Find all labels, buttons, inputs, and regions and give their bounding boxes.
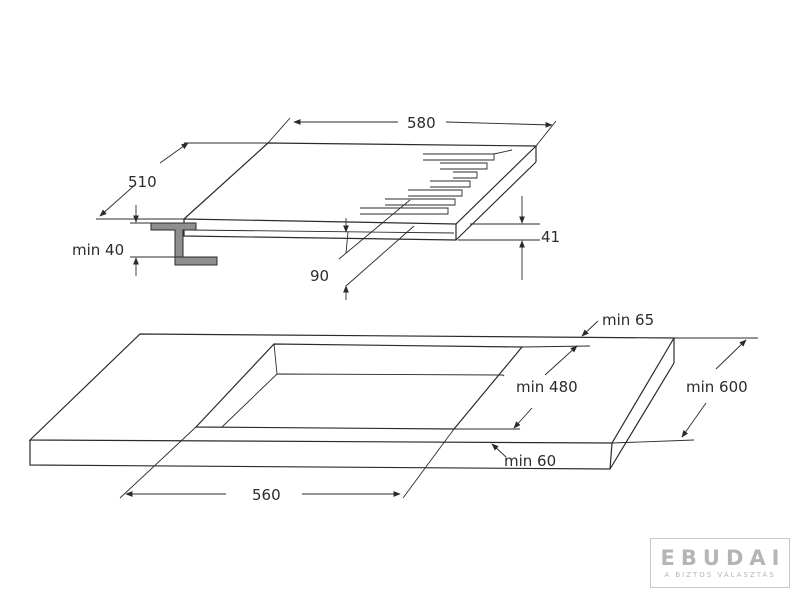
dim-510: 510 <box>96 142 268 220</box>
worktop-drawing <box>28 333 676 470</box>
ebudai-watermark-logo: EBUDAI A BIZTOS VÁLASZTÁS <box>650 538 790 588</box>
label-min-40: min 40 <box>72 241 124 259</box>
worktop-front-edge <box>29 440 613 470</box>
label-560: 560 <box>252 486 281 504</box>
dim-min-600: min 600 <box>611 337 758 444</box>
label-min-65: min 65 <box>602 311 654 329</box>
dim-min-480: min 480 <box>454 345 591 430</box>
label-min-60: min 60 <box>504 452 556 470</box>
label-min-480: min 480 <box>516 378 578 396</box>
watermark-tagline: A BIZTOS VÁLASZTÁS <box>664 571 776 579</box>
label-580: 580 <box>407 114 436 132</box>
hob-body <box>183 219 457 241</box>
watermark-brand: EBUDAI <box>660 546 786 570</box>
dim-min-40: min 40 <box>72 205 183 276</box>
label-min-600: min 600 <box>686 378 748 396</box>
dim-580: 580 <box>267 114 557 147</box>
dim-min-60: min 60 <box>491 443 556 470</box>
worktop-cutout <box>194 343 524 430</box>
hob-controls <box>360 149 513 215</box>
dim-560: 560 <box>119 426 455 504</box>
label-41: 41 <box>541 228 560 246</box>
label-510: 510 <box>128 173 157 191</box>
label-90: 90 <box>310 267 329 285</box>
dim-90: 90 <box>310 199 415 300</box>
mounting-bracket <box>150 222 218 266</box>
dim-min-65: min 65 <box>581 311 654 337</box>
dim-41: 41 <box>458 196 560 280</box>
hob-drawing <box>150 142 538 266</box>
hob-glass-top <box>182 142 538 225</box>
